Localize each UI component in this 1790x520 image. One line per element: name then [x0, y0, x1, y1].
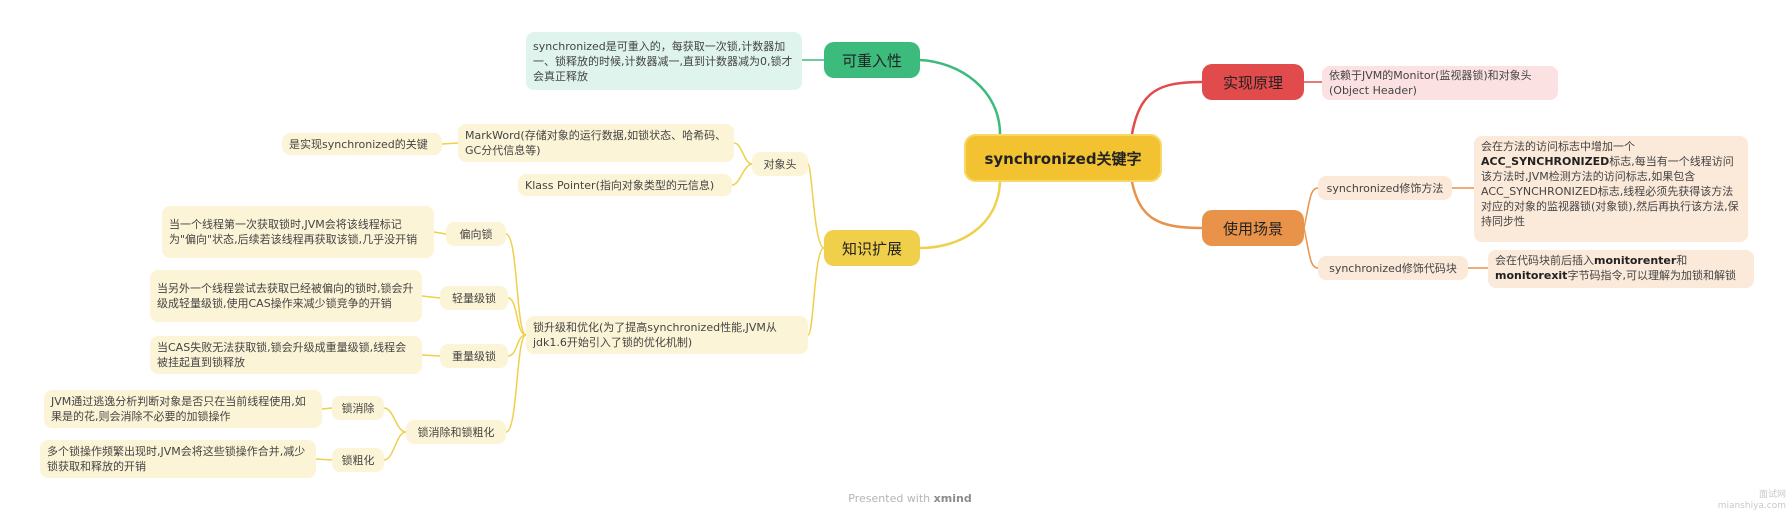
elim-coarsen-desc[interactable]: 多个锁操作频繁出现时,JVM会将这些锁操作合并,减少锁获取和释放的开销 — [40, 440, 316, 478]
link-biased-desc — [433, 231, 447, 235]
usage-method[interactable]: synchronized修饰方法 — [1318, 176, 1452, 200]
presented-with-footer: Presented with xmind — [848, 492, 972, 505]
topic-principle-label: 实现原理 — [1222, 73, 1283, 92]
topic-usage[interactable]: 使用场景 — [1202, 210, 1304, 246]
elim-eliminate-desc[interactable]: JVM通过逃逸分析判断对象是否只在当前线程使用,如果是的花,则会消除不必要的加锁… — [44, 390, 322, 428]
link-heavy-desc — [421, 354, 441, 357]
link-root-usage — [1130, 180, 1204, 230]
usage-block-desc[interactable]: 会在代码块前后插入monitorenter和monitorexit字节码指令,可… — [1488, 250, 1754, 288]
ext-upgrade[interactable]: 锁升级和优化(为了提高synchronized性能,JVM从jdk1.6开始引入… — [526, 316, 808, 354]
link-light-desc — [421, 295, 441, 299]
watermark: 面试网 mianshiya.com — [1717, 490, 1786, 511]
upgrade-biased[interactable]: 偏向锁 — [446, 222, 506, 246]
ext-header-markword[interactable]: MarkWord(存储对象的运行数据,如锁状态、哈希码、GC分代信息等) — [458, 124, 734, 162]
link-root-ext — [918, 180, 1002, 250]
link-elim-coarsen — [383, 431, 407, 461]
link-header-markword — [733, 142, 753, 165]
ext-header[interactable]: 对象头 — [752, 152, 808, 176]
elim-coarsen[interactable]: 锁粗化 — [332, 448, 384, 472]
link-upgrade-biased — [505, 233, 527, 336]
topic-usage-label: 使用场景 — [1222, 219, 1283, 238]
principle-desc[interactable]: 依赖于JVM的Monitor(监视器锁)和对象头(Object Header) — [1322, 66, 1558, 100]
link-coarsen-desc — [315, 458, 333, 461]
usage-method-desc[interactable]: 会在方法的访问标志中增加一个ACC_SYNCHRONIZED标志,每当有一个线程… — [1474, 136, 1748, 242]
ext-header-klass[interactable]: Klass Pointer(指向对象类型的元信息) — [518, 174, 732, 196]
link-markword-note — [441, 142, 459, 145]
upgrade-heavy-desc[interactable]: 当CAS失败无法获取锁,锁会升级成重量级锁,线程会被挂起直到锁释放 — [150, 336, 422, 374]
elim-eliminate[interactable]: 锁消除 — [332, 396, 384, 420]
link-root-principle — [1130, 80, 1204, 136]
link-root-reentrant — [918, 58, 1002, 136]
link-ext-header — [807, 163, 825, 249]
link-upgrade-light — [507, 297, 527, 336]
link-ext-upgrade — [807, 247, 825, 336]
upgrade-elim[interactable]: 锁消除和锁粗化 — [406, 420, 506, 444]
topic-principle[interactable]: 实现原理 — [1202, 64, 1304, 100]
topic-ext[interactable]: 知识扩展 — [824, 230, 920, 266]
link-elim-eliminate — [383, 407, 407, 433]
usage-block[interactable]: synchronized修饰代码块 — [1318, 256, 1468, 280]
topic-reentrant-label: 可重入性 — [841, 51, 902, 70]
link-header-klass — [731, 163, 753, 186]
upgrade-heavy[interactable]: 重量级锁 — [440, 344, 508, 368]
link-usage-block — [1303, 227, 1319, 269]
root-label: synchronized关键字 — [984, 149, 1142, 168]
topic-reentrant[interactable]: 可重入性 — [824, 42, 920, 78]
reentrant-desc[interactable]: synchronized是可重入的，每获取一次锁,计数器加一、锁释放的时候,计数… — [526, 32, 802, 90]
root-node[interactable]: synchronized关键字 — [964, 134, 1162, 182]
upgrade-light[interactable]: 轻量级锁 — [440, 286, 508, 310]
topic-ext-label: 知识扩展 — [841, 239, 902, 258]
link-usage-method — [1303, 187, 1319, 229]
link-eliminate-desc — [321, 407, 333, 410]
ext-header-markword-note[interactable]: 是实现synchronized的关键 — [282, 133, 442, 155]
link-upgrade-elim — [505, 334, 527, 433]
upgrade-biased-desc[interactable]: 当一个线程第一次获取锁时,JVM会将该线程标记为"偏向"状态,后续若该线程再获取… — [162, 206, 434, 258]
upgrade-light-desc[interactable]: 当另外一个线程尝试去获取已经被偏向的锁时,锁会升级成轻量级锁,使用CAS操作来减… — [150, 270, 422, 322]
